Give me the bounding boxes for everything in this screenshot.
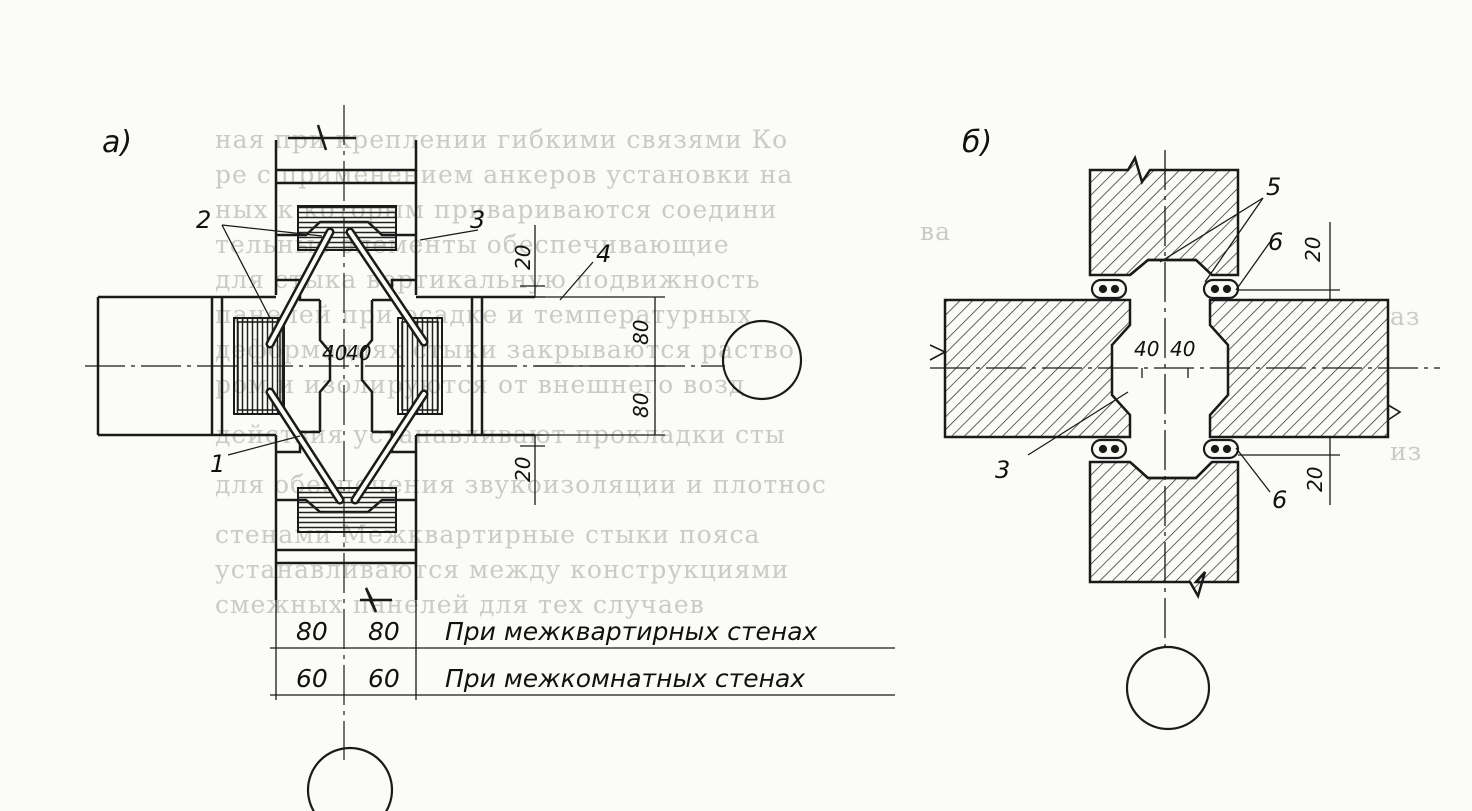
table-row1-caption: При межквартирных стенах: [445, 617, 818, 646]
table-row1-left: 80: [296, 617, 328, 646]
callout-b-6-bottom: 6: [1272, 486, 1287, 514]
table-row2-right: 60: [368, 664, 400, 693]
svg-text:ная при креплении гибкими связ: ная при креплении гибкими связями Ко: [215, 125, 788, 154]
dim-center-right-40: 40: [346, 341, 371, 365]
callout-4: 4: [596, 240, 611, 268]
svg-text:ре с применением анкеров устан: ре с применением анкеров установки на: [215, 160, 793, 189]
svg-text:стенами Межквартирные стыки по: стенами Межквартирные стыки пояса: [215, 520, 760, 549]
panel-b-seals: [1090, 278, 1240, 460]
panel-b-label: б): [962, 125, 992, 160]
dim-right-lower-80: 80: [629, 393, 653, 418]
dim-b-top-20: 20: [1301, 237, 1325, 262]
svg-text:смежных панелей для тех случае: смежных панелей для тех случаев: [215, 590, 705, 619]
svg-text:панелей при осадке и температу: панелей при осадке и температурных: [215, 300, 753, 329]
dim-center-left-40: 40: [322, 341, 347, 365]
axis-marker-circle: [1125, 645, 1211, 731]
panel-a-rods-highlight: [268, 230, 426, 502]
dim-top-20: 20: [511, 245, 535, 270]
callout-b-6-top: 6: [1268, 228, 1283, 256]
callout-1: 1: [210, 450, 225, 478]
panel-b-dimensions: [930, 150, 1440, 650]
callout-3: 3: [470, 206, 485, 234]
svg-text:ром и изолируются от внешнего: ром и изолируются от внешнего возд: [215, 370, 745, 399]
axis-marker-circle: [306, 746, 394, 811]
svg-text:устанавливаются между конструк: устанавливаются между конструкциями: [215, 555, 789, 584]
dim-b-bottom-20: 20: [1303, 467, 1327, 492]
callout-b-3: 3: [995, 456, 1010, 484]
dim-right-upper-80: 80: [629, 320, 653, 345]
callout-2: 2: [196, 206, 211, 234]
svg-text:деформациях стыки закрываются: деформациях стыки закрываются раство: [215, 335, 795, 364]
table-row2-left: 60: [296, 664, 328, 693]
dim-bottom-20: 20: [511, 457, 535, 482]
panel-a-dimensions: [221, 224, 895, 700]
svg-text:ва: ва: [920, 217, 951, 246]
axis-marker-circle: [721, 319, 803, 401]
table-row2-caption: При межкомнатных стенах: [445, 664, 805, 693]
svg-text:аз: аз: [1390, 302, 1421, 331]
panel-b-drawing: [929, 154, 1402, 600]
panel-a-label: а): [102, 125, 132, 160]
dim-b-center-left-40: 40: [1134, 337, 1159, 361]
dim-b-center-right-40: 40: [1170, 337, 1195, 361]
callout-b-5: 5: [1266, 173, 1281, 201]
table-row1-right: 80: [368, 617, 400, 646]
svg-text:из: из: [1390, 437, 1422, 466]
